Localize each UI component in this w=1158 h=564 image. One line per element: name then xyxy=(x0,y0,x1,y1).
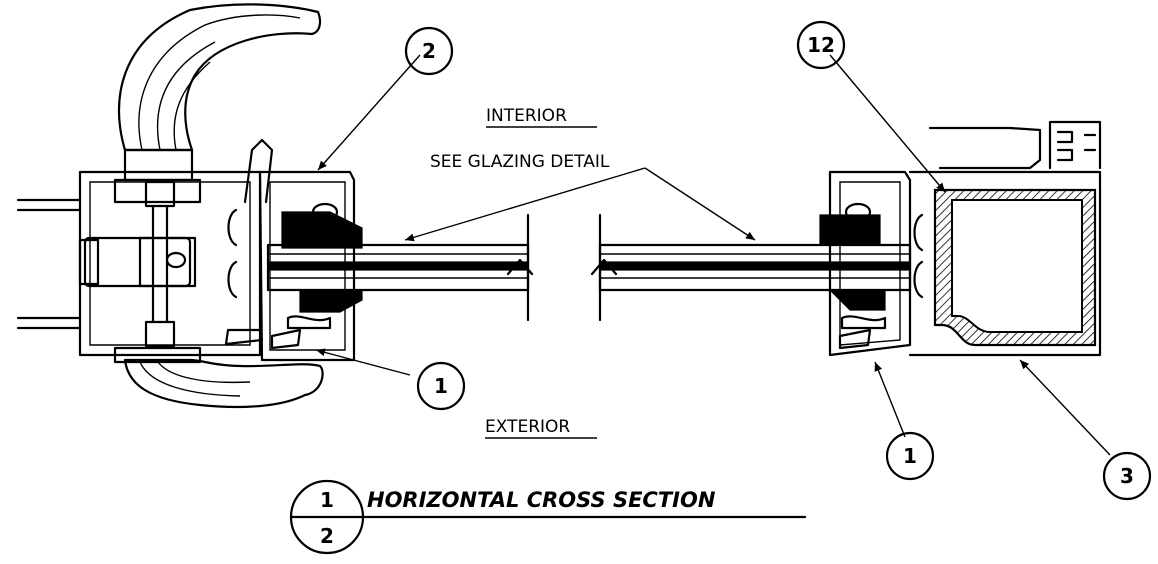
section-title: HORIZONTAL CROSS SECTION xyxy=(367,488,716,512)
glazing-detail-label: SEE GLAZING DETAIL xyxy=(430,152,610,172)
callout-2-number: 2 xyxy=(422,39,436,63)
exterior-label: EXTERIOR xyxy=(485,417,570,437)
callout-2: 2 xyxy=(404,26,454,76)
leader-lines xyxy=(315,54,1111,456)
glass-panel-left xyxy=(266,213,534,322)
right-jamb-frame xyxy=(819,120,1102,357)
callout-1-right-number: 1 xyxy=(903,444,917,468)
callout-1-right: 1 xyxy=(885,431,935,481)
callout-1-left: 1 xyxy=(416,361,466,411)
callout-3: 3 xyxy=(1102,451,1152,501)
section-title-block: 1 2 HORIZONTAL CROSS SECTION xyxy=(289,479,807,555)
interior-label: INTERIOR xyxy=(486,106,567,126)
title-denominator: 2 xyxy=(320,524,334,548)
left-stile-frame xyxy=(258,170,363,362)
door-handle-assembly xyxy=(16,3,324,409)
callout-1-left-number: 1 xyxy=(434,374,448,398)
callout-3-number: 3 xyxy=(1120,464,1134,488)
callout-12: 12 xyxy=(796,20,846,70)
callout-12-number: 12 xyxy=(807,33,835,57)
title-numerator: 1 xyxy=(320,488,334,512)
